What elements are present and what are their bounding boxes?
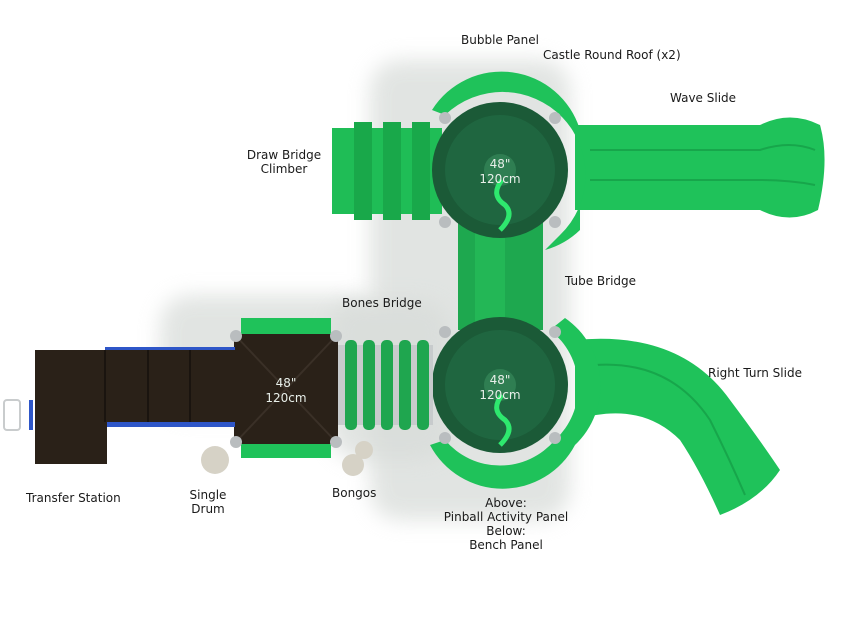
deck-height-square: 48" 120cm: [265, 376, 307, 405]
label-transfer-station: Transfer Station: [26, 491, 121, 505]
label-wave-slide: Wave Slide: [670, 91, 737, 105]
transfer-station: [3, 347, 235, 464]
deck-height-bottom: 48" 120cm: [479, 373, 521, 402]
wave-slide: [575, 117, 825, 218]
deck-height-top: 48" 120cm: [479, 157, 521, 186]
label-bubble-panel: Bubble Panel: [461, 33, 539, 47]
label-draw-bridge-climber: Draw Bridge Climber: [246, 148, 322, 176]
single-drum: [201, 446, 229, 474]
top-tower: [432, 71, 586, 250]
label-bones-bridge: Bones Bridge: [342, 296, 422, 310]
draw-bridge-climber: [332, 122, 442, 220]
bottom-tower: [430, 317, 601, 489]
bongos: [342, 441, 373, 476]
label-single-drum: Single Drum: [189, 488, 227, 516]
label-panels: Above: Pinball Activity Panel Below: Ben…: [443, 496, 569, 552]
label-right-turn-slide: Right Turn Slide: [708, 366, 802, 380]
label-bongos: Bongos: [332, 486, 377, 500]
bones-bridge: [338, 340, 433, 430]
right-turn-slide: [575, 338, 780, 515]
label-tube-bridge: Tube Bridge: [565, 274, 637, 288]
square-deck: [230, 318, 342, 458]
label-castle-round-roof: Castle Round Roof (x2): [543, 48, 681, 62]
